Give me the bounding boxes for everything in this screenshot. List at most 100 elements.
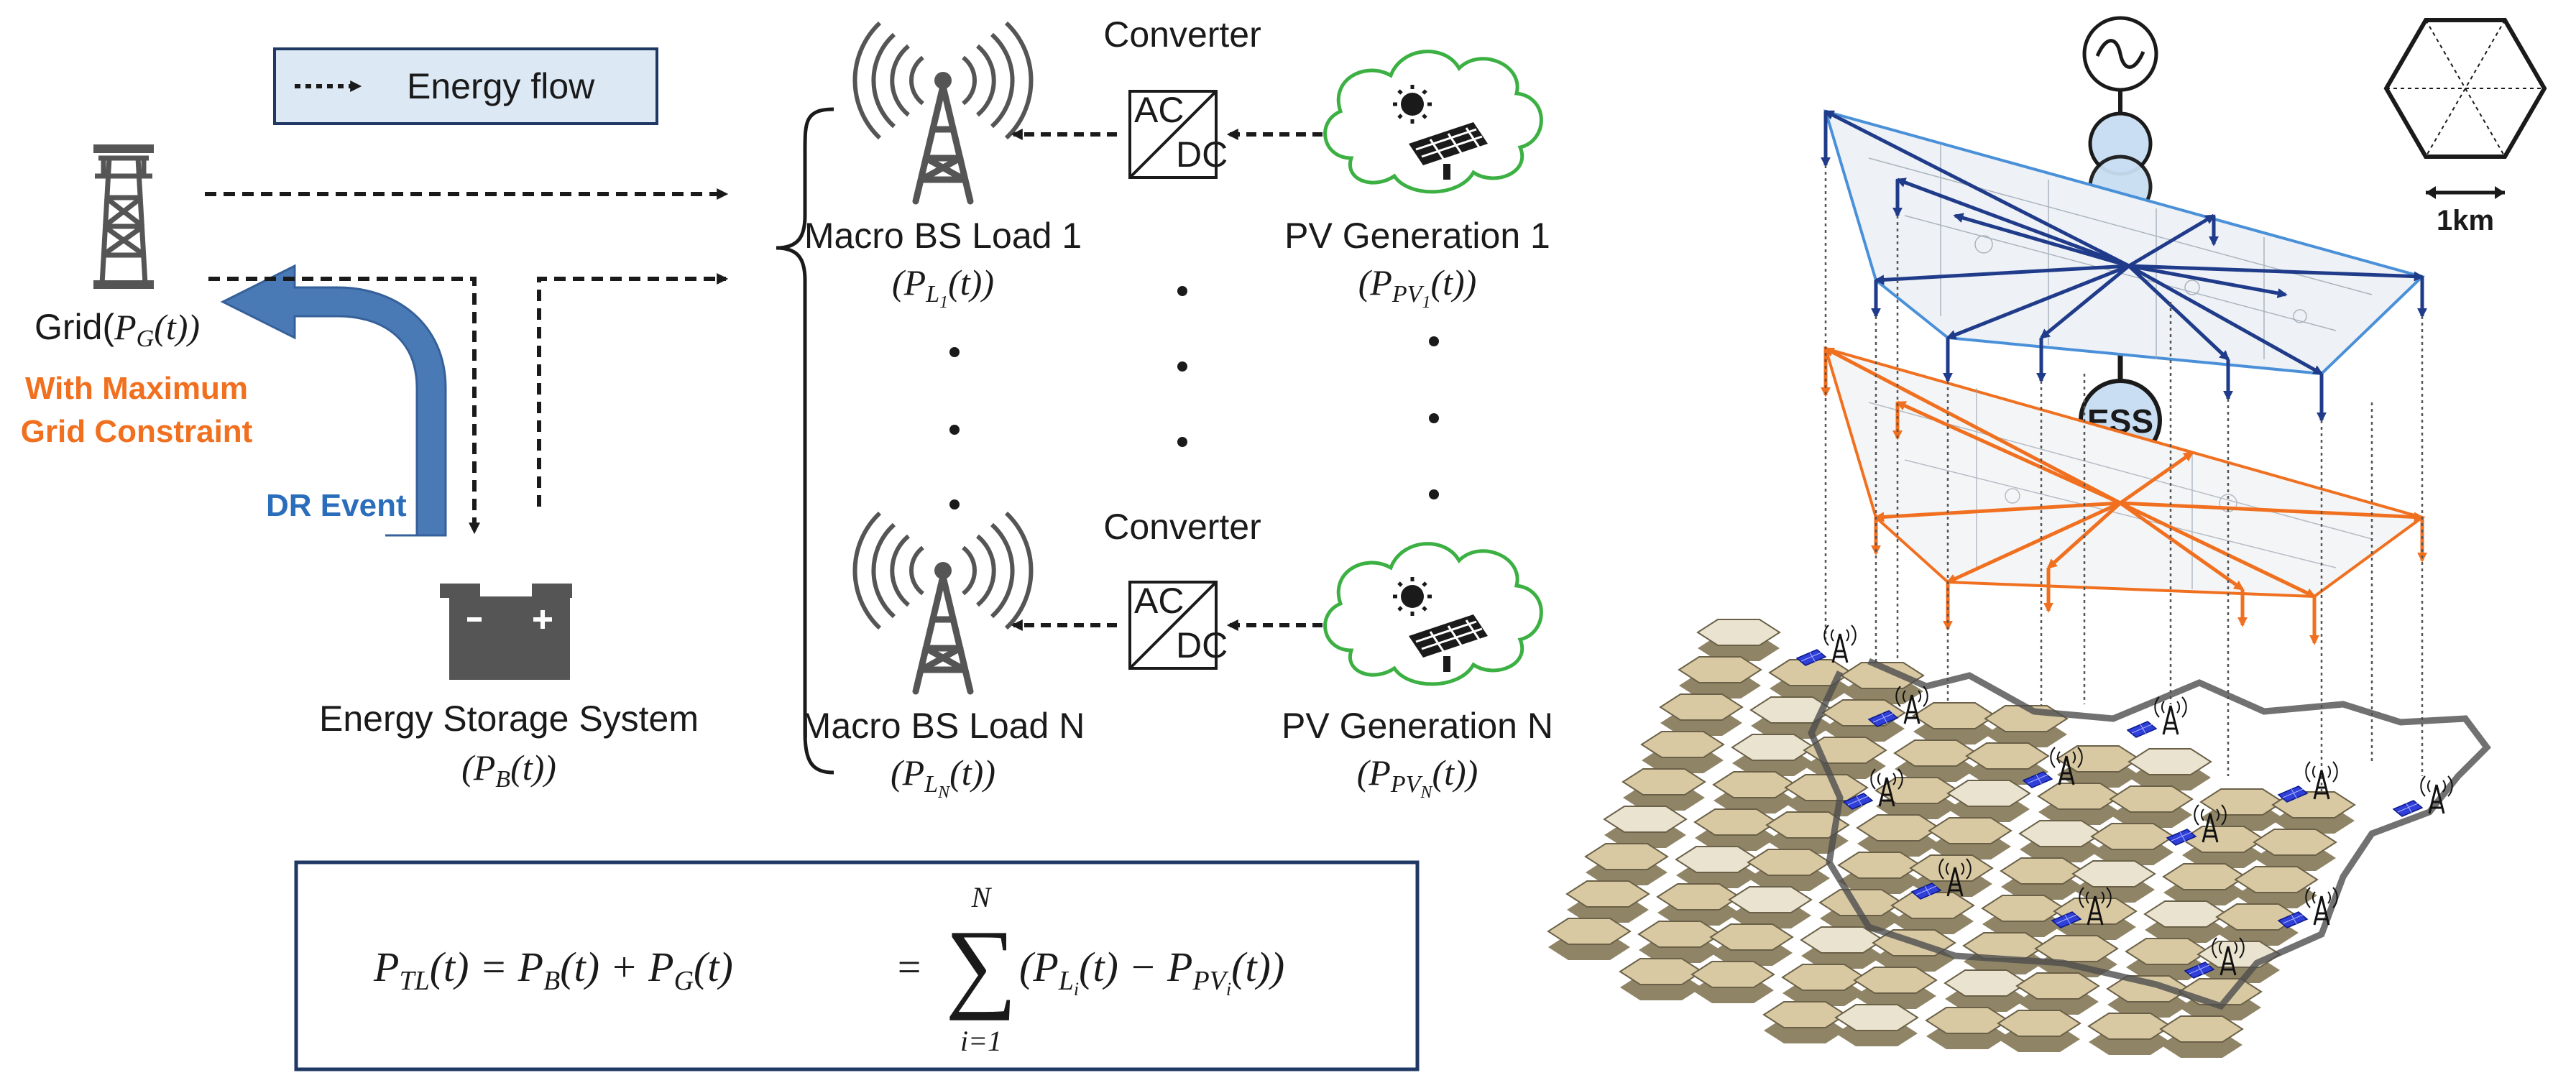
macro-bs-n-symbol: (PLN(t)) [891,752,995,802]
hex-cell [1762,1001,1847,1028]
drop-lines [1824,165,2424,805]
hex-cell [2125,938,2209,965]
hex-cell [1675,846,1760,873]
converter-1-label: Converter [1103,14,1261,55]
macro-bs-1-label: Macro BS Load 1 [804,216,1082,256]
hex-cell [2034,935,2119,962]
ellipsis-dots [949,286,1439,510]
hex-cell [2071,860,2156,888]
upper-feeder-plane [1821,109,2427,423]
hex-cell [1944,969,2028,997]
pv-n-label: PV Generation N [1282,706,1553,746]
pv-panel-icon [2127,721,2157,738]
hex-cell [1584,843,1669,870]
hex-cell [1765,811,1850,839]
hex-cell [2015,972,2100,1000]
hex-cell [2090,823,2175,850]
hex-cell [1890,892,1975,919]
hex-cell-map [1547,619,2491,1058]
hex-cell [2143,900,2228,928]
pv-n-symbol: (PPVN(t)) [1357,752,1478,802]
hex-cell [1893,739,1978,767]
hex-cell [1678,656,1762,683]
hex-cell [1690,961,1775,988]
hex-cell [1909,854,1994,882]
hex-cell [1619,958,1703,985]
hex-cell [1565,880,1650,908]
equation-rhs: (PLi(t) − PPVi(t)) [1019,944,1284,1000]
dr-event-label: DR Event [266,488,407,523]
hex-cell [1712,771,1797,798]
scale-label: 1km [2437,205,2494,236]
hex-cell [1837,852,1922,879]
legend-box: Energy flow [273,47,658,125]
hex-cell [1693,808,1778,836]
sum-upper: N [971,881,993,913]
ess-label: Energy Storage System [319,699,699,739]
hex-cell [1981,895,2066,922]
hex-cell [1781,964,1866,991]
hex-cell [2087,1013,2172,1040]
scale-hexagon-icon [2383,18,2547,159]
hex-cell [2215,903,2300,931]
pv-1-cloud-icon [1325,52,1542,192]
grid-label: Grid(PG(t)) [34,307,200,352]
hex-cell [1997,1010,2082,1037]
pv-n-cloud-icon [1325,544,1542,684]
hex-cell [1547,918,1632,945]
hex-cell [2162,863,2247,890]
macro-bs-1-symbol: (PL1(t)) [892,262,994,312]
hex-cell [1874,777,1959,804]
grid-tower-icon [93,144,154,289]
hex-cell [2128,748,2212,775]
brace [776,107,834,775]
hex-cell [1603,806,1688,833]
hex-cell [1856,814,1941,842]
constraint-line2: Grid Constraint [21,414,253,449]
hex-cell [2109,785,2194,813]
hex-cell [1640,731,1725,758]
hex-cell [2000,857,2084,885]
hex-cell [1656,883,1741,910]
pv-1-label: PV Generation 1 [1284,216,1550,256]
hex-cell [2056,745,2140,773]
converter-1-dc: DC [1176,134,1228,175]
hex-cell [1853,967,1938,994]
hex-cell [2037,783,2122,810]
hex-cell [1928,817,2012,844]
hex-cell [2199,788,2284,816]
equation-equals: = [895,944,923,990]
converter-n-label: Converter [1103,507,1261,547]
legend-label: Energy flow [407,66,595,106]
macro-bs-1-tower-icon [855,23,1031,201]
hex-cell [1709,923,1794,951]
sum-symbol: ∑ [945,910,1017,1021]
hex-cell [2018,820,2103,847]
hex-cell [2253,829,2337,856]
hex-cell [1946,780,2031,807]
equation-box [294,860,1420,1071]
hex-cell [1925,1007,2010,1034]
hex-cell [1800,926,1885,954]
hex-cell [1637,921,1722,948]
macro-bs-n-tower-icon [855,513,1031,691]
hex-cell [1965,742,2050,770]
converter-n-dc: DC [1176,625,1228,665]
hex-cell [1728,886,1813,913]
base-station-icon [2419,775,2454,815]
hex-cell [1696,619,1781,646]
equation-lhs: PTL(t) = PB(t) + PG(t) [373,944,733,996]
energy-flow-lines [205,188,729,535]
generator-icon [2082,16,2158,115]
battery-icon [440,584,572,680]
hex-cell [1912,702,1997,729]
hex-cell [2159,1015,2244,1043]
route-path [1808,658,2491,1010]
hex-cell [1622,768,1706,796]
hex-cell [1834,1004,1919,1031]
macro-bs-n-label: Macro BS Load N [801,706,1085,746]
converter-n-ac: AC [1134,581,1184,621]
hex-cell [2106,975,2191,1002]
hex-cell [1818,889,1903,916]
